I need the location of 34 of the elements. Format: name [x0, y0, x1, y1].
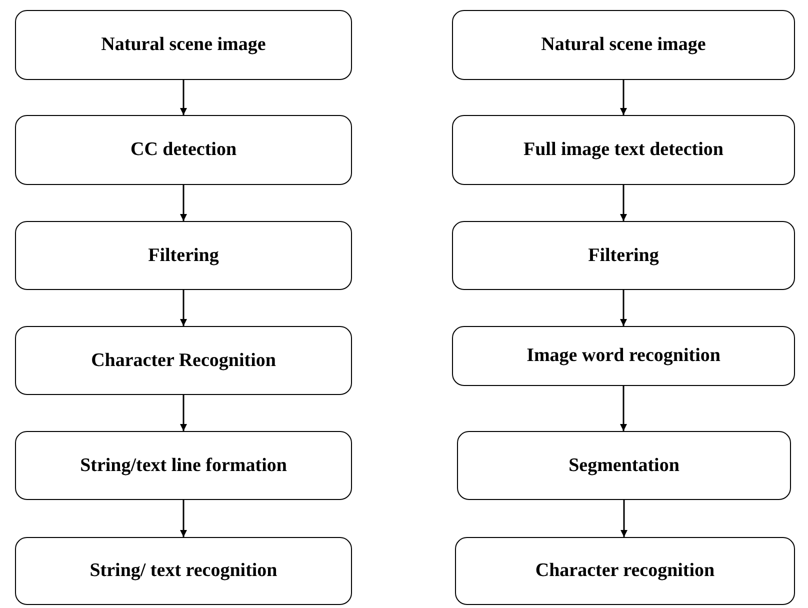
arrow	[180, 185, 187, 221]
process-box	[452, 221, 795, 290]
process-box	[452, 10, 795, 80]
process-box	[15, 537, 352, 605]
box-label: Filtering	[148, 244, 219, 268]
box-label: Full image text detection	[524, 138, 724, 162]
arrow	[180, 80, 187, 115]
box-label: Filtering	[588, 244, 659, 268]
arrow	[180, 395, 187, 431]
box-label: Segmentation	[568, 454, 680, 478]
process-box	[457, 431, 791, 500]
process-box	[452, 115, 795, 185]
arrow	[620, 290, 627, 326]
box-label: Natural scene image	[101, 33, 266, 57]
arrow	[620, 185, 627, 221]
arrow	[620, 500, 628, 537]
box-label: String/text line formation	[80, 454, 287, 478]
process-box	[15, 10, 352, 80]
box-label: CC detection	[130, 138, 237, 162]
process-box	[15, 115, 352, 185]
box-label: Image word recognition	[526, 344, 720, 368]
arrow	[180, 500, 187, 537]
box-label: Character recognition	[535, 559, 715, 583]
box-label: Character Recognition	[91, 348, 276, 372]
process-box	[455, 537, 795, 605]
process-box	[15, 431, 352, 500]
process-box	[452, 326, 795, 386]
arrow	[620, 80, 627, 115]
process-box	[15, 221, 352, 290]
box-label: String/ text recognition	[90, 559, 278, 583]
arrow	[620, 386, 627, 431]
arrow	[180, 290, 187, 326]
process-box	[15, 326, 352, 395]
box-label: Natural scene image	[541, 33, 706, 57]
